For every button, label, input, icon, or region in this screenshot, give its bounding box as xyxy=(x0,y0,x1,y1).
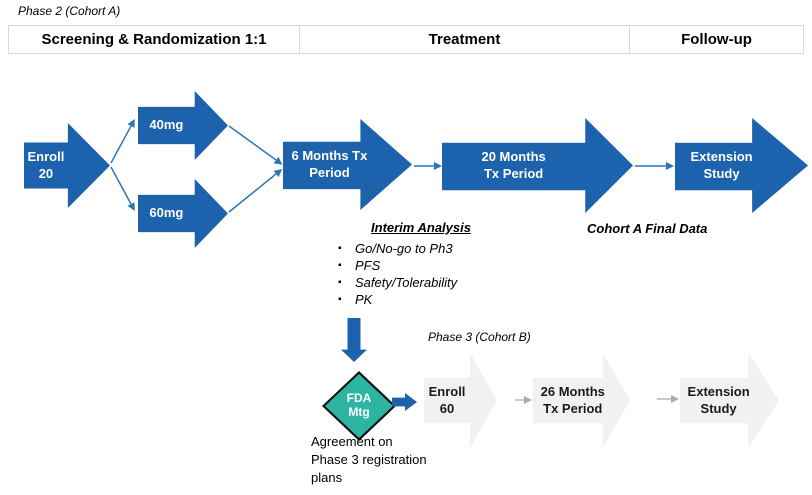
phase2-cohort-a-label: Phase 2 (Cohort A) xyxy=(18,4,121,18)
connector-enroll-to-60mg xyxy=(110,166,135,212)
interim-item-pfs: PFS xyxy=(337,257,505,274)
connector-60mg-to-tx6 xyxy=(228,168,283,213)
header-treatment: Treatment xyxy=(299,25,630,54)
interim-item-pk: PK xyxy=(337,291,505,308)
fda-meeting-diamond-fill: FDA Mtg xyxy=(325,374,393,438)
enroll-20-arrow: Enroll 20 xyxy=(24,123,110,208)
tx6-months-arrow: 6 Months Tx Period xyxy=(283,119,412,210)
extension-study-b-arrow: Extension Study xyxy=(680,353,779,448)
dose-40mg-arrow: 40mg xyxy=(138,91,228,160)
extension-study-a-label: Extension Study xyxy=(690,149,753,181)
tx26-months-arrow: 26 Months Tx Period xyxy=(533,353,630,448)
fda-meeting-label: FDA Mtg xyxy=(346,391,372,419)
down-arrow-to-fda xyxy=(341,318,367,362)
dose-60mg-arrow: 60mg xyxy=(138,179,228,248)
interim-analysis-title: Interim Analysis xyxy=(371,220,471,235)
tx20-months-arrow: 20 Months Tx Period xyxy=(442,118,633,213)
phase3-cohort-b-label: Phase 3 (Cohort B) xyxy=(428,330,531,344)
extension-study-b-label: Extension Study xyxy=(687,384,750,416)
enroll-20-label: Enroll 20 xyxy=(27,149,65,181)
dose-40mg-label: 40mg xyxy=(149,117,184,133)
interim-item-go-no-go: Go/No-go to Ph3 xyxy=(337,240,505,257)
tx6-months-label: 6 Months Tx Period xyxy=(291,148,368,180)
connector-enroll-to-40mg xyxy=(110,118,135,164)
fda-meeting-diamond: FDA Mtg xyxy=(322,371,396,441)
interim-analysis-list: Go/No-go to Ph3 PFS Safety/Tolerability … xyxy=(337,240,505,308)
interim-analysis-block: Interim Analysis Go/No-go to Ph3 PFS Saf… xyxy=(337,220,505,308)
connector-40mg-to-tx6 xyxy=(228,125,283,165)
tx20-months-label: 20 Months Tx Period xyxy=(481,149,546,181)
enroll-60-label: Enroll 60 xyxy=(428,384,466,416)
header-screening-randomization: Screening & Randomization 1:1 xyxy=(8,25,300,54)
extension-study-a-arrow: Extension Study xyxy=(675,118,808,213)
dose-60mg-label: 60mg xyxy=(149,205,184,221)
cohort-a-final-data-label: Cohort A Final Data xyxy=(587,221,708,236)
tx26-months-label: 26 Months Tx Period xyxy=(540,384,605,416)
header-followup: Follow-up xyxy=(629,25,804,54)
arrow-fda-to-enroll60 xyxy=(392,393,417,411)
fda-agreement-note: Agreement on Phase 3 registration plans xyxy=(311,434,427,485)
interim-item-safety: Safety/Tolerability xyxy=(337,274,505,291)
